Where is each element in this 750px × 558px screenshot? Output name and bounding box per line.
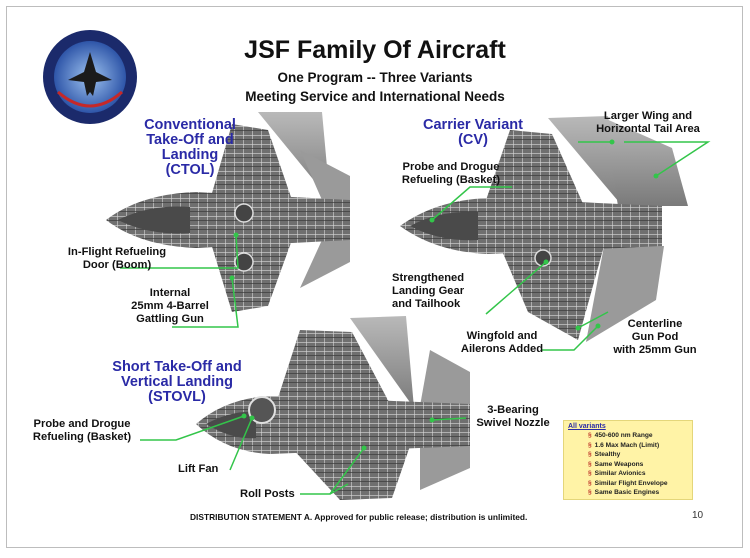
stovl-nozzle-line-1: 3-Bearing bbox=[487, 404, 539, 416]
ctol-name-line-3: Landing bbox=[161, 147, 219, 163]
all-variants-box: All variants §450-600 nm Range§1.6 Max M… bbox=[563, 420, 693, 500]
all-variants-item: §Stealthy bbox=[588, 450, 692, 460]
ctol-gun-line-2: 25mm 4-Barrel bbox=[131, 300, 209, 312]
ctol-gun-line-3: Gattling Gun bbox=[136, 313, 204, 325]
ctol-fuselage bbox=[106, 192, 350, 248]
cv-horizontal-tail bbox=[604, 118, 688, 206]
all-variants-item-text: Same Basic Engines bbox=[594, 489, 660, 496]
cv-wing-line-1: Larger Wing and bbox=[603, 110, 693, 122]
bullet-icon: § bbox=[588, 489, 592, 496]
bullet-icon: § bbox=[588, 441, 592, 449]
ctol-vertical-tail bbox=[258, 112, 330, 200]
ctol-refuel-label: In-Flight Refueling Door (Boom) bbox=[42, 246, 192, 272]
ctol-aircraft bbox=[106, 112, 350, 312]
ctol-refuel-line-1: In-Flight Refueling bbox=[67, 246, 167, 258]
stovl-vertical-tail bbox=[350, 316, 414, 408]
cv-probe-label: Probe and Drogue Refueling (Basket) bbox=[386, 161, 516, 187]
cv-gear-line-2: Landing Gear bbox=[392, 285, 465, 297]
ctol-title: Conventional Take-Off and Landing (CTOL) bbox=[120, 118, 260, 178]
all-variants-list: §450-600 nm Range§1.6 Max Mach (Limit)§S… bbox=[564, 431, 692, 498]
stovl-probe-line-1: Probe and Drogue bbox=[33, 418, 131, 430]
ctol-upper-wing bbox=[210, 124, 292, 200]
stovl-rollposts-label: Roll Posts bbox=[240, 488, 295, 500]
cv-vertical-tail bbox=[548, 116, 624, 208]
subtitle-program: One Program -- Three Variants bbox=[277, 70, 473, 85]
stovl-abbr: (STOVL) bbox=[148, 389, 206, 405]
ctol-lower-wing bbox=[210, 240, 292, 312]
bullet-icon: § bbox=[588, 432, 592, 439]
page-title: JSF Family Of Aircraft bbox=[244, 36, 506, 64]
cv-probe-line-2: Refueling (Basket) bbox=[401, 174, 501, 186]
stovl-name-line-2: Vertical Landing bbox=[121, 374, 233, 390]
ctol-abbr: (CTOL) bbox=[165, 162, 215, 178]
bullet-icon: § bbox=[588, 460, 592, 468]
cv-name-line-1: Carrier Variant bbox=[423, 117, 523, 133]
ctol-name-line-2: Take-Off and bbox=[146, 132, 234, 148]
ctol-name-line-1: Conventional bbox=[144, 117, 236, 133]
all-variants-item: §Same Weapons bbox=[588, 460, 692, 470]
stovl-upper-wing bbox=[276, 330, 390, 404]
cv-gear-line-3: and Tailhook bbox=[392, 298, 461, 310]
distribution-statement: DISTRIBUTION STATEMENT A. Approved for p… bbox=[190, 512, 528, 522]
leader-dots bbox=[229, 139, 659, 451]
stovl-liftfan-label: Lift Fan bbox=[178, 463, 219, 475]
all-variants-item-text: Stealthy bbox=[594, 451, 621, 458]
page-number: 10 bbox=[692, 510, 704, 521]
leader-lines bbox=[120, 141, 711, 495]
bullet-icon: § bbox=[588, 451, 592, 458]
jsf-logo bbox=[43, 30, 137, 124]
stovl-probe-line-2: Refueling (Basket) bbox=[32, 431, 132, 443]
cv-aircraft bbox=[400, 116, 688, 342]
cv-abbr: (CV) bbox=[458, 132, 488, 148]
all-variants-item-text: 450-600 nm Range bbox=[594, 432, 653, 439]
cv-title: Carrier Variant (CV) bbox=[408, 118, 538, 148]
ctol-gun-line-1: Internal bbox=[149, 287, 191, 299]
cv-gunpod-line-1: Centerline bbox=[627, 318, 683, 330]
bullet-icon: § bbox=[588, 479, 592, 487]
stovl-lift-fan bbox=[248, 396, 276, 424]
stovl-name-line-1: Short Take-Off and bbox=[112, 359, 242, 375]
cv-wingfold-line-2: Ailerons Added bbox=[460, 343, 544, 355]
all-variants-item: §Similar Flight Envelope bbox=[588, 479, 692, 489]
cv-wing-line-2: Horizontal Tail Area bbox=[596, 123, 700, 135]
stovl-nozzle-line-2: Swivel Nozzle bbox=[476, 417, 550, 429]
stovl-nozzle-label: 3-Bearing Swivel Nozzle bbox=[458, 404, 568, 430]
cv-probe-line-1: Probe and Drogue bbox=[402, 161, 500, 173]
all-variants-item-text: Same Weapons bbox=[594, 460, 644, 468]
cv-wingfold-label: Wingfold and Ailerons Added bbox=[452, 330, 552, 356]
ctol-canopy bbox=[118, 206, 190, 234]
all-variants-item: §Same Basic Engines bbox=[588, 488, 692, 498]
ctol-refuel-line-2: Door (Boom) bbox=[82, 259, 152, 271]
cv-gunpod-line-3: with 25mm Gun bbox=[613, 344, 697, 356]
all-variants-item-text: 1.6 Max Mach (Limit) bbox=[594, 441, 660, 449]
stovl-aircraft bbox=[196, 316, 470, 500]
all-variants-item: §450-600 nm Range bbox=[588, 431, 692, 441]
ctol-gun-label: Internal 25mm 4-Barrel Gattling Gun bbox=[100, 287, 240, 326]
all-variants-item: §Similar Avionics bbox=[588, 469, 692, 479]
stovl-title: Short Take-Off and Vertical Landing (STO… bbox=[102, 360, 252, 405]
bullet-icon: § bbox=[588, 470, 592, 477]
cv-gunpod-label: Centerline Gun Pod with 25mm Gun bbox=[600, 318, 710, 357]
cv-wing-label: Larger Wing and Horizontal Tail Area bbox=[578, 110, 718, 136]
stovl-probe-label: Probe and Drogue Refueling (Basket) bbox=[12, 418, 152, 444]
subtitle-needs: Meeting Service and International Needs bbox=[245, 89, 505, 104]
stovl-lower-wing bbox=[290, 446, 410, 500]
all-variants-item-text: Similar Flight Envelope bbox=[594, 479, 668, 487]
cv-gear-line-1: Strengthened bbox=[392, 272, 465, 284]
all-variants-item: §1.6 Max Mach (Limit) bbox=[588, 441, 692, 451]
cv-wingfold-line-1: Wingfold and bbox=[466, 330, 538, 342]
cv-gunpod-line-2: Gun Pod bbox=[631, 331, 679, 343]
cv-gear-label: Strengthened Landing Gear and Tailhook bbox=[392, 272, 502, 311]
cv-lower-wing bbox=[500, 246, 604, 340]
all-variants-item-text: Similar Avionics bbox=[594, 470, 646, 477]
all-variants-heading: All variants bbox=[568, 423, 606, 430]
